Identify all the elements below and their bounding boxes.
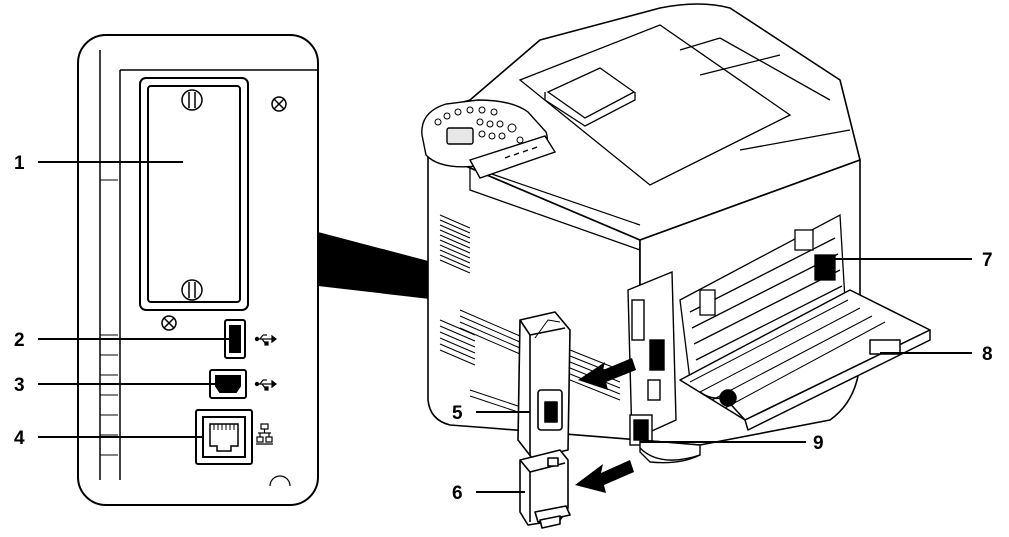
callout-label-8: 8	[982, 344, 993, 365]
lower-cover	[519, 449, 571, 529]
screw-icon	[181, 89, 203, 111]
arrow-icon	[575, 460, 634, 493]
top-output-tray	[469, 24, 851, 251]
screw-icon	[161, 315, 177, 331]
callout-label-9: 9	[813, 433, 824, 454]
screw-icon	[181, 279, 203, 301]
interface-panel-inset	[77, 34, 319, 506]
printer-base	[639, 439, 701, 464]
callout-label-7: 7	[982, 250, 993, 271]
rear-interface-area	[627, 270, 677, 446]
callout-leaders	[38, 161, 972, 493]
arrow-icon	[578, 358, 636, 390]
network-icon	[256, 423, 273, 445]
usb-icon	[254, 334, 277, 346]
callout-label-5: 5	[452, 403, 463, 424]
rear-cover-open	[679, 289, 931, 431]
expansion-slot-cover	[139, 77, 249, 311]
callout-label-3: 3	[14, 375, 25, 396]
callout-label-2: 2	[14, 330, 25, 351]
callout-label-6: 6	[452, 483, 463, 504]
interface-cover	[517, 311, 571, 459]
usb-icon	[254, 379, 277, 391]
callout-labels: 1 2 3 4 5 6 7 8 9	[14, 153, 993, 504]
callout-label-1: 1	[14, 153, 25, 174]
scale-ticks	[100, 179, 118, 456]
fuser-unit	[679, 213, 846, 382]
callout-label-4: 4	[14, 428, 25, 449]
panel-edge-detail	[269, 475, 291, 487]
operation-panel	[421, 99, 557, 179]
screw-icon	[271, 96, 287, 112]
